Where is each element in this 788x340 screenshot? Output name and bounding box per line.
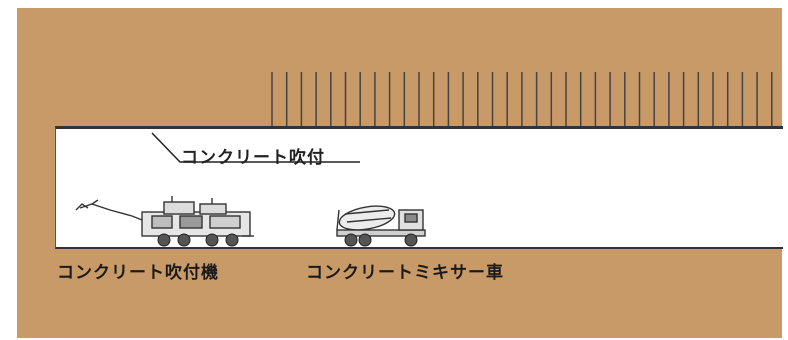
concrete-mixer-truck-icon [336,205,426,247]
sprayer-machine-label: コンクリート吹付機 [57,263,219,283]
shotcrete-machine-icon [75,196,254,247]
lining-callout-label: コンクリート吹付 [181,148,325,168]
mixer-truck-label: コンクリートミキサー車 [306,263,504,283]
